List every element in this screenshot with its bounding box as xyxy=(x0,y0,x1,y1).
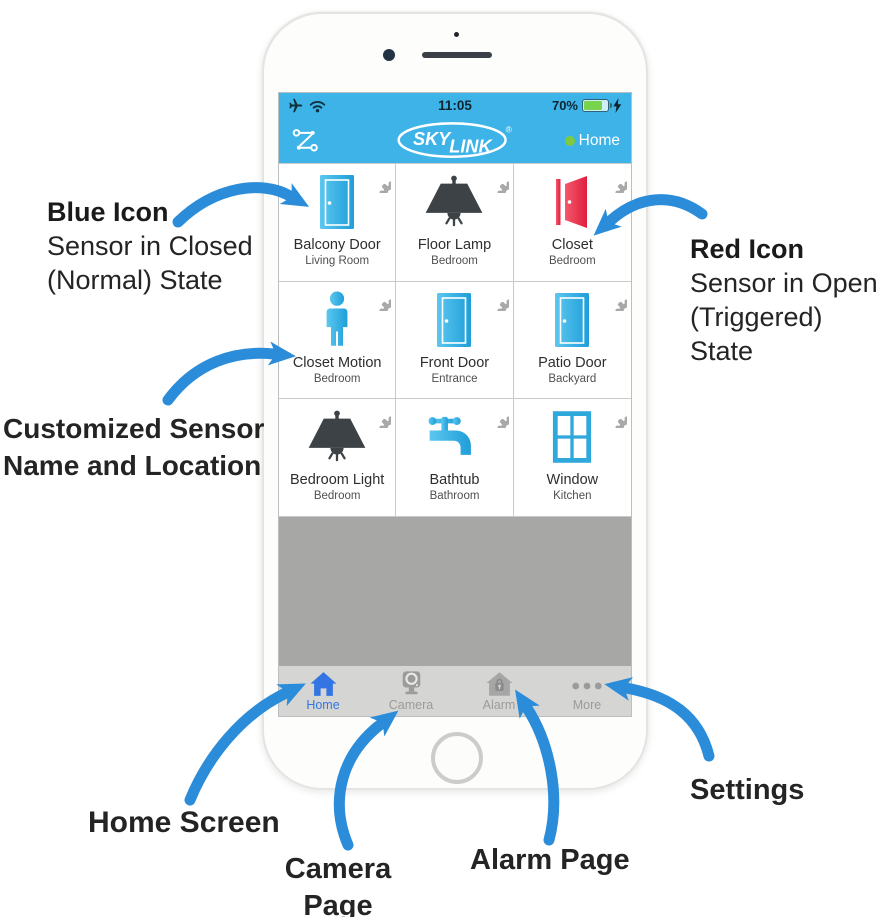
online-status-dot xyxy=(564,135,575,146)
annotation-line: Sensor in Closed xyxy=(47,231,253,261)
hub-location-label: Home xyxy=(578,131,620,149)
tile-balcony-door[interactable]: Balcony Door Living Room xyxy=(279,164,397,282)
gear-icon[interactable] xyxy=(485,404,509,428)
tab-label: Camera xyxy=(388,697,434,712)
annotation-settings: Settings xyxy=(690,774,805,806)
door-closed-icon xyxy=(433,289,475,351)
tab-label: Home xyxy=(306,697,340,712)
sensor-name: Floor Lamp xyxy=(417,237,492,253)
bottom-tab-bar: Home Camera Alarm More xyxy=(279,665,631,716)
sensor-name: Window xyxy=(546,472,599,489)
annotation-line: Page xyxy=(303,890,373,917)
camera-tab-icon xyxy=(398,670,425,697)
window-icon xyxy=(551,406,593,468)
tile-bedroom-light[interactable]: Bedroom Light Bedroom xyxy=(279,399,397,517)
annotation-line: Name and Location xyxy=(3,450,262,481)
annotation-line: (Normal) State xyxy=(47,265,223,295)
tab-more[interactable]: More xyxy=(543,666,631,716)
hub-location-indicator[interactable]: Home xyxy=(564,118,620,163)
app-screen: 11:05 70% SKY LINK ® xyxy=(278,92,632,717)
battery-icon xyxy=(582,99,612,112)
gear-icon[interactable] xyxy=(485,287,509,311)
sensor-location: Backyard xyxy=(548,372,597,385)
gear-icon[interactable] xyxy=(485,169,509,193)
sensor-name: Bathtub xyxy=(429,472,480,489)
gear-icon[interactable] xyxy=(367,287,391,311)
door-closed-icon xyxy=(551,289,593,351)
sensor-location: Bedroom xyxy=(313,372,361,385)
logo-text-sky: SKY xyxy=(413,129,452,149)
tab-label: More xyxy=(572,697,602,712)
tab-label: Alarm xyxy=(482,697,516,712)
tile-bathtub[interactable]: Bathtub Bathroom xyxy=(396,399,514,517)
lamp-icon xyxy=(420,171,488,233)
front-camera xyxy=(383,49,395,61)
tile-closet[interactable]: Closet Bedroom xyxy=(513,164,631,282)
sensor-location: Bedroom xyxy=(313,490,361,503)
tile-closet-motion[interactable]: Closet Motion Bedroom xyxy=(279,281,397,400)
battery-percent-label: 70% xyxy=(551,98,578,113)
arrow-customized-sensor xyxy=(162,341,296,406)
annotation-customized-sensor: Customized Sensor Name and Location xyxy=(3,410,264,484)
home-button[interactable] xyxy=(431,732,483,784)
sensor-name: Front Door xyxy=(419,354,490,371)
annotation-home-screen: Home Screen xyxy=(88,806,280,839)
annotation-line: (Triggered) State xyxy=(690,302,823,366)
earpiece-speaker xyxy=(422,52,492,58)
status-bar: 11:05 70% xyxy=(279,93,631,118)
tile-window[interactable]: Window Kitchen xyxy=(513,399,631,517)
gear-icon[interactable] xyxy=(367,404,391,428)
door-closed-icon xyxy=(316,171,358,233)
clock-time: 11:05 xyxy=(438,98,472,113)
faucet-icon xyxy=(424,406,484,468)
annotation-alarm-page: Alarm Page xyxy=(470,844,630,876)
gear-icon[interactable] xyxy=(603,287,627,311)
tile-floor-lamp[interactable]: Floor Lamp Bedroom xyxy=(396,164,514,282)
sensor-name: Closet xyxy=(551,237,593,253)
annotation-line: Customized Sensor xyxy=(3,413,265,444)
annotation-blue-icon: Blue Icon Sensor in Closed (Normal) Stat… xyxy=(47,195,253,297)
tab-camera[interactable]: Camera xyxy=(367,666,455,716)
app-header: SKY LINK ® Home xyxy=(279,118,631,163)
annotation-title: Blue Icon xyxy=(47,197,169,227)
logo-text-link: LINK xyxy=(449,136,493,156)
home-tab-icon xyxy=(309,670,338,697)
annotation-title: Red Icon xyxy=(690,234,805,264)
more-tab-icon xyxy=(571,670,603,697)
sensor-name: Closet Motion xyxy=(292,354,382,371)
phone-frame: 11:05 70% SKY LINK ® xyxy=(262,12,648,790)
sensor-location: Bedroom xyxy=(548,255,596,267)
annotation-line: Sensor in Open xyxy=(690,268,878,298)
sensor-name: Bedroom Light xyxy=(290,472,385,489)
gear-icon[interactable] xyxy=(367,169,391,193)
annotation-red-icon: Red Icon Sensor in Open (Triggered) Stat… xyxy=(690,232,884,368)
door-open-icon xyxy=(551,171,593,233)
gear-icon[interactable] xyxy=(603,169,627,193)
tile-patio-door[interactable]: Patio Door Backyard xyxy=(513,282,631,400)
sensor-location: Living Room xyxy=(305,255,370,267)
sensor-location: Kitchen xyxy=(553,490,592,503)
gear-icon[interactable] xyxy=(603,404,627,428)
tile-front-door[interactable]: Front Door Entrance xyxy=(396,281,514,400)
annotation-camera-page: Camera Page xyxy=(277,851,399,917)
tab-alarm[interactable]: Alarm xyxy=(455,666,543,716)
skylink-logo: SKY LINK ® xyxy=(279,120,631,162)
proximity-sensor-dot xyxy=(454,32,459,37)
lamp-icon xyxy=(303,406,371,468)
sensor-name: Balcony Door xyxy=(293,237,381,253)
person-icon xyxy=(315,289,359,351)
alarm-tab-icon xyxy=(485,670,514,697)
sensor-location: Bedroom xyxy=(431,255,478,267)
sensor-location: Entrance xyxy=(431,372,478,385)
sensor-location: Bathroom xyxy=(429,490,480,503)
annotation-line: Camera xyxy=(284,853,392,885)
registered-mark: ® xyxy=(506,124,513,134)
sensor-name: Patio Door xyxy=(538,354,607,371)
tab-home[interactable]: Home xyxy=(279,666,367,716)
sensor-grid: Balcony Door Living Room Floor Lamp Bedr… xyxy=(279,163,631,517)
empty-area xyxy=(279,516,631,666)
